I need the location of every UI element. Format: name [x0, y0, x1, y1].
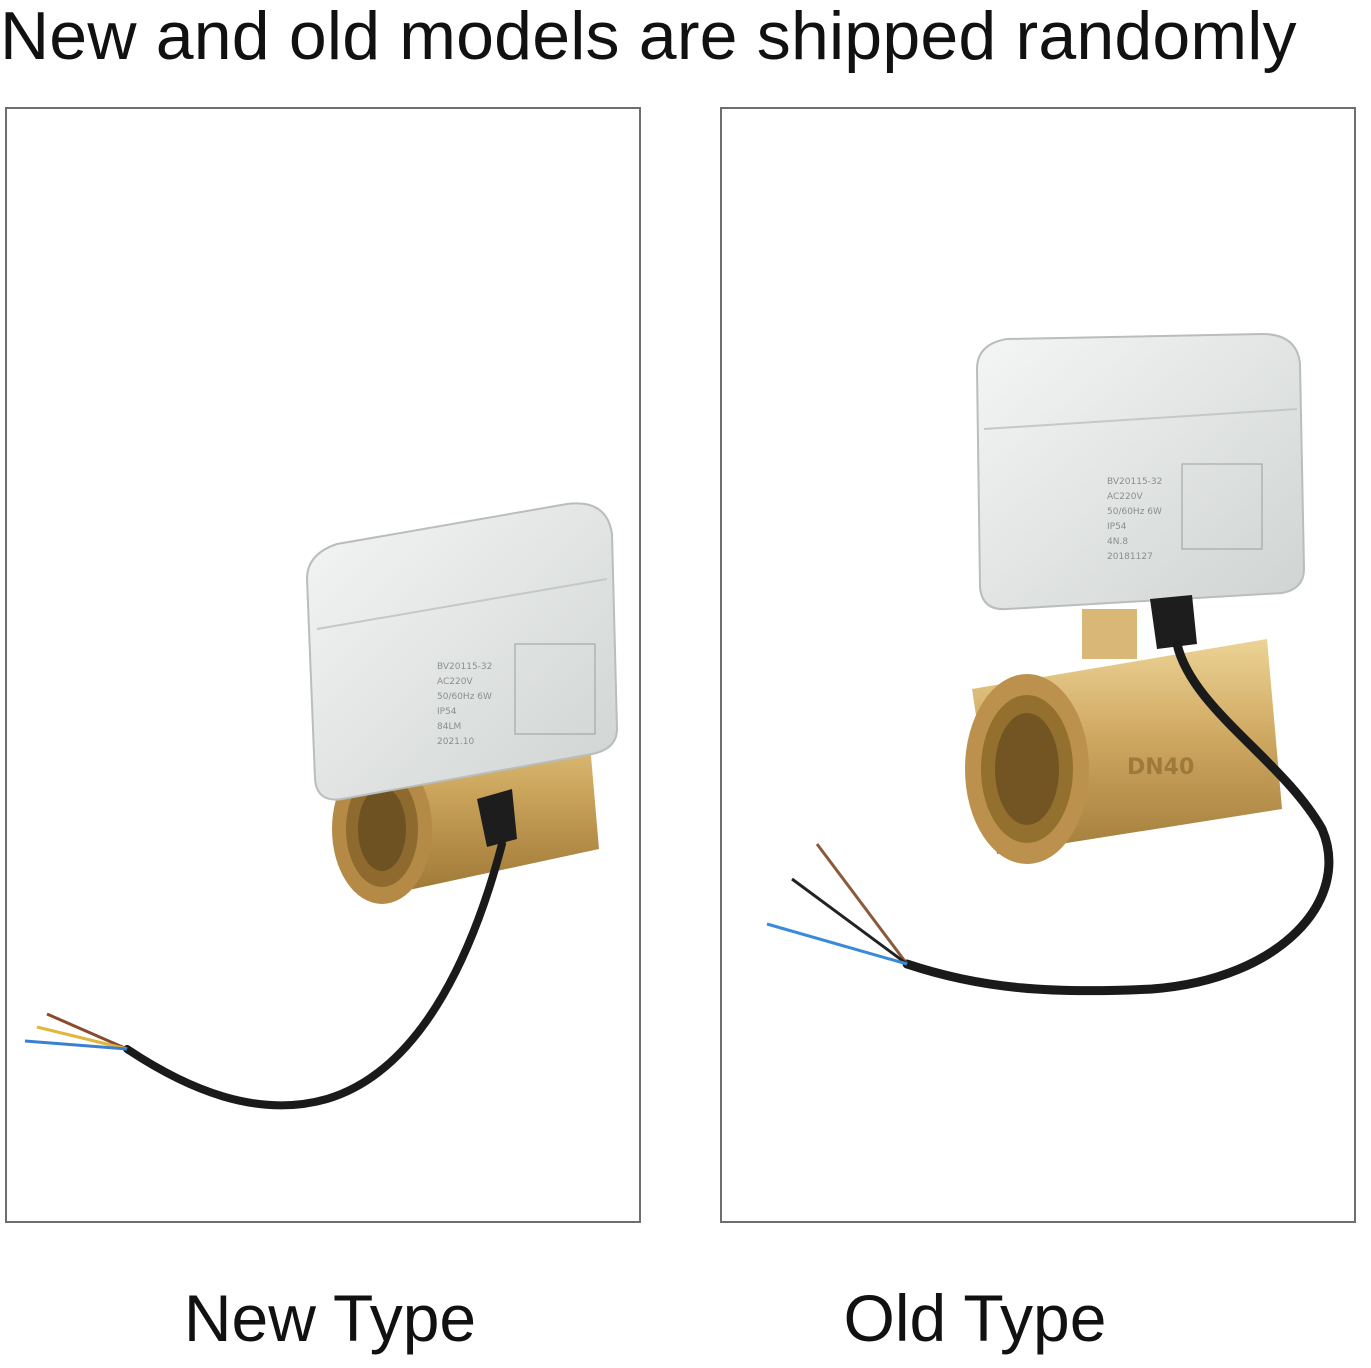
old-label-line-4: IP54 — [1107, 522, 1127, 532]
new-label-line-5: 84LM — [437, 722, 461, 732]
headline: New and old models are shipped randomly — [0, 0, 1297, 74]
old-label-line-3: 50/60Hz 6W — [1107, 507, 1162, 517]
old-label-line-2: AC220V — [1107, 492, 1143, 502]
svg-text:DN40: DN40 — [1127, 755, 1194, 780]
old-label-line-6: 20181127 — [1107, 552, 1153, 562]
new-type-caption: New Type — [183, 1281, 477, 1355]
old-label-line-5: 4N.8 — [1107, 537, 1128, 547]
old-type-caption: Old Type — [843, 1281, 1107, 1355]
new-label-line-6: 2021.10 — [437, 737, 474, 747]
old-type-photo-panel: DN40 BV20115-32 AC220V 50/60Hz 6W IP54 4… — [720, 107, 1356, 1223]
new-label-line-3: 50/60Hz 6W — [437, 692, 492, 702]
new-type-valve-image: BV20115-32 AC220V 50/60Hz 6W IP54 84LM 2… — [24, 502, 619, 1110]
new-label-line-1: BV20115-32 — [437, 662, 492, 672]
old-label-line-1: BV20115-32 — [1107, 477, 1162, 487]
new-type-photo-panel: BV20115-32 AC220V 50/60Hz 6W IP54 84LM 2… — [5, 107, 641, 1223]
new-label-line-2: AC220V — [437, 677, 473, 687]
old-type-valve-image: DN40 BV20115-32 AC220V 50/60Hz 6W IP54 4… — [766, 332, 1334, 996]
new-label-line-4: IP54 — [437, 707, 457, 717]
